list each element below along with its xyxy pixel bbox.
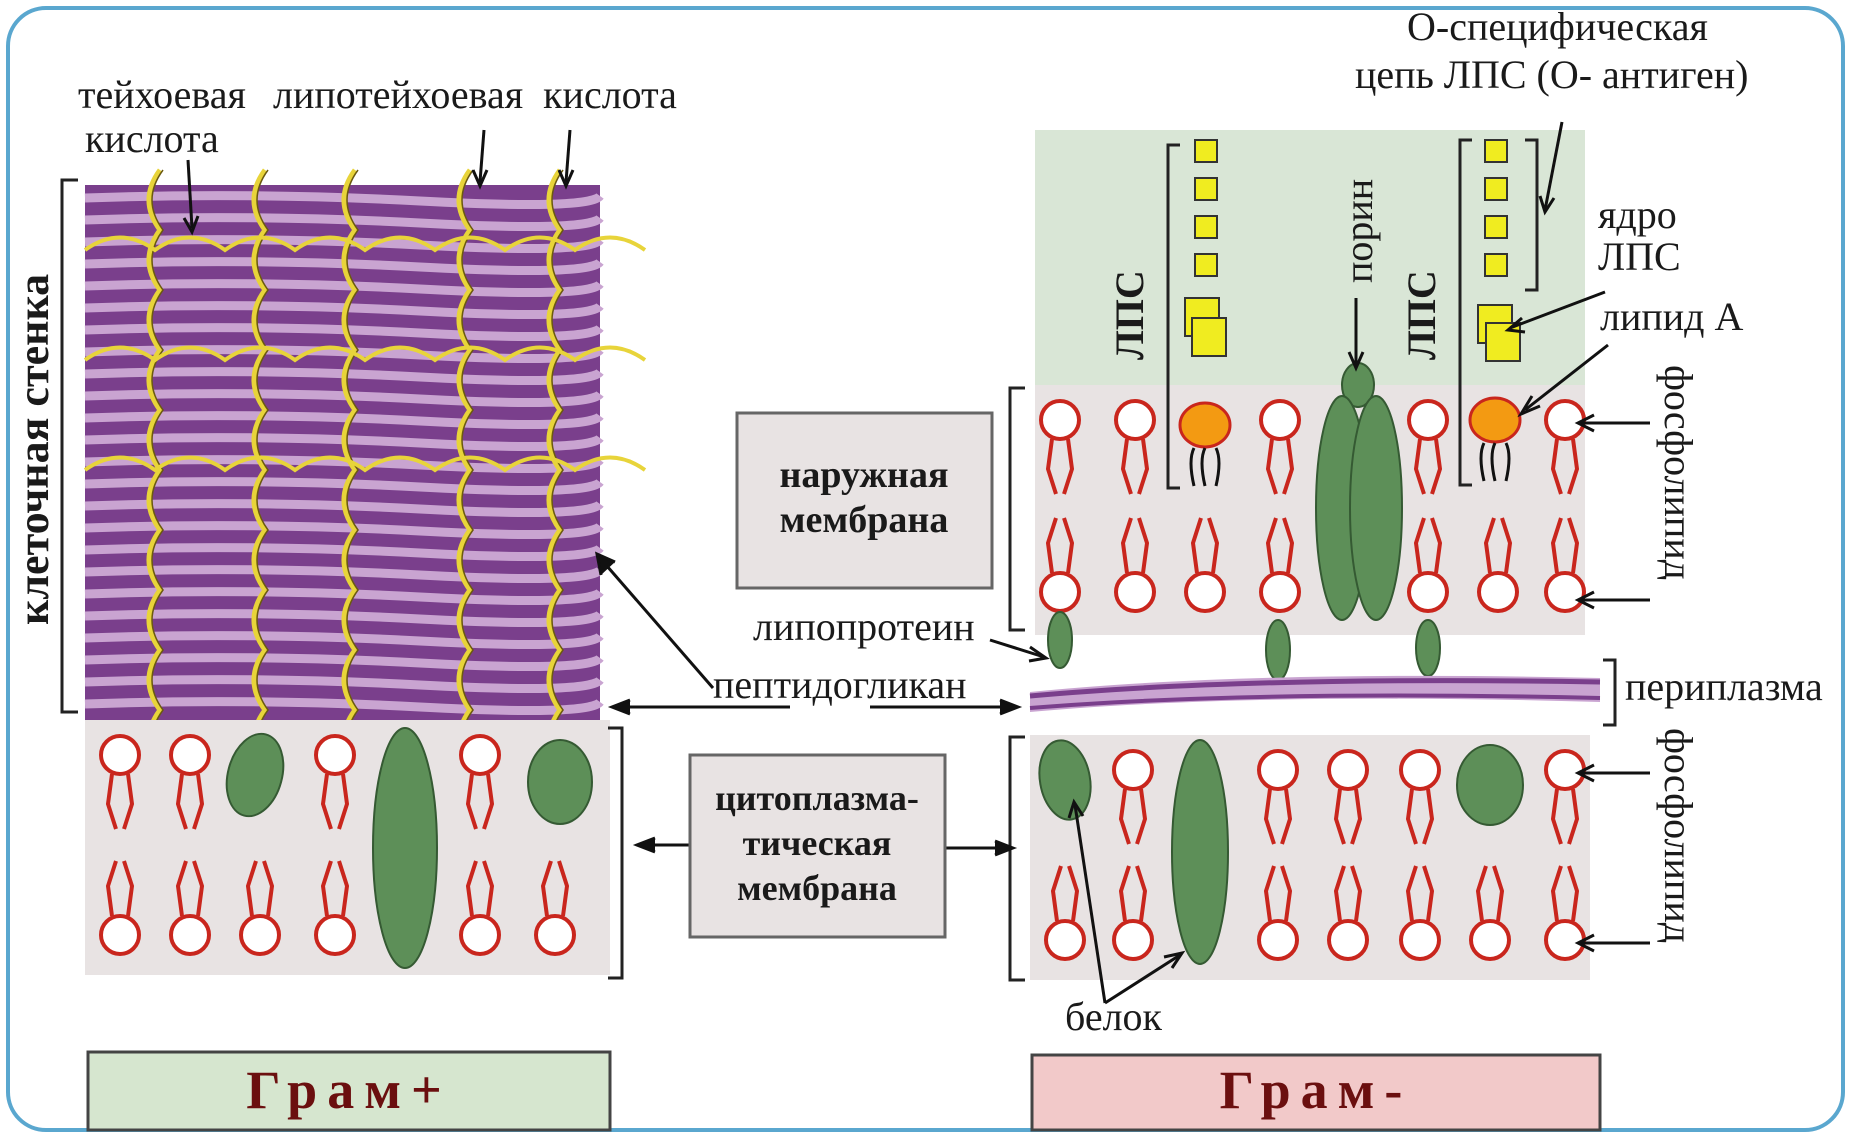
gram-negative-badge: Грам- [1032, 1055, 1600, 1130]
phospholipid-label-inner: фосфолипид [1656, 728, 1701, 943]
outer-membrane-label-line1: наружная [779, 454, 948, 496]
cm-label-line2: тическая [743, 823, 892, 863]
peptidoglycan-label: пептидогликан [713, 662, 967, 707]
teichoic-acid-label-line1: тейхоевая [78, 72, 246, 117]
cell-wall-label: клеточная стенка [9, 274, 58, 625]
gram-positive-panel [62, 130, 645, 978]
gram-positive-badge: Грам+ [88, 1052, 610, 1130]
outer-membrane-label-line2: мембрана [780, 499, 949, 541]
gram-negative-label: Грам- [1220, 1060, 1413, 1120]
lipoprotein [1048, 612, 1072, 668]
lipoprotein [1266, 620, 1290, 680]
outer-membrane-box: наружная мембрана [737, 413, 992, 588]
membrane-protein [528, 740, 592, 824]
membrane-protein [1457, 745, 1523, 825]
cytoplasmic-membrane-box: цитоплазма- тическая мембрана [690, 755, 945, 937]
teichoic-acid-label-line2: кислота [85, 116, 219, 161]
lps-core-label-line1: ядро [1598, 192, 1677, 237]
o-chain-label-line1: О-специфическая [1407, 4, 1708, 49]
phospholipid-label-outer: фосфолипид [1656, 365, 1701, 580]
lps-label-1: ЛПС [1107, 270, 1152, 360]
lipid-a-label: липид А [1600, 294, 1744, 339]
cm-label-line1: цитоплазма- [715, 778, 919, 818]
lipoteichoic-acid-label: липотейхоевая кислота [273, 72, 677, 117]
o-chain-label-line2: цепь ЛПС (О- антиген) [1355, 52, 1748, 97]
lipoprotein-label: липопротеин [753, 604, 975, 649]
porin-label: порин [1336, 179, 1381, 283]
membrane-protein [373, 728, 437, 968]
periplasm-label: периплазма [1625, 664, 1823, 709]
gram-positive-label: Грам+ [246, 1060, 452, 1120]
protein-label: белок [1065, 994, 1163, 1039]
membrane-protein [1172, 740, 1228, 964]
cm-label-line3: мембрана [737, 868, 897, 908]
lipoprotein [1416, 620, 1440, 676]
lps-label-2: ЛПС [1399, 270, 1444, 360]
lps-core-label-line2: ЛПС [1598, 234, 1681, 279]
